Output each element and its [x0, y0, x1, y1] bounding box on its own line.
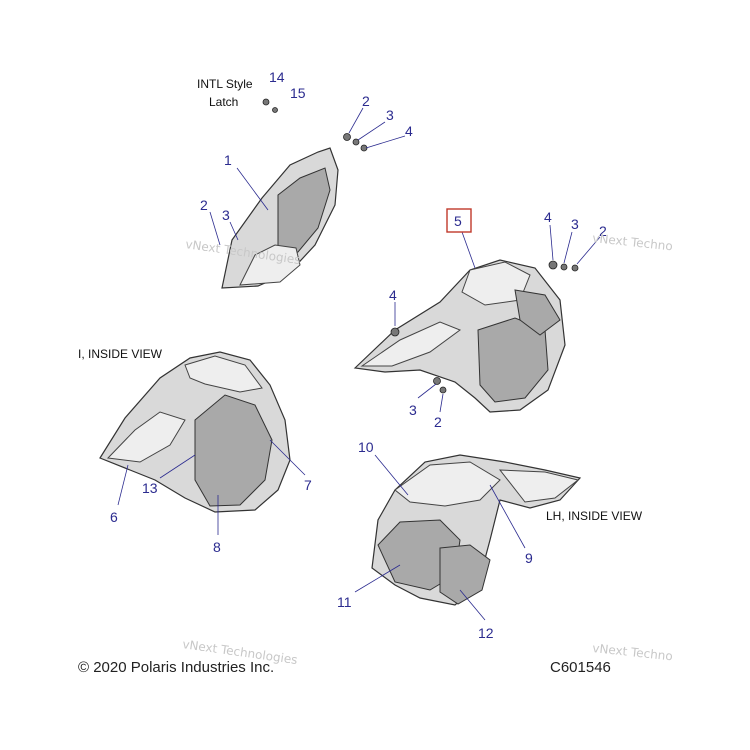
- highlight-box: [446, 208, 472, 233]
- lh-inside-fender: [371, 454, 582, 606]
- callout-4-mid: 4: [389, 287, 397, 303]
- callout-8: 8: [213, 539, 221, 555]
- callout-4-right: 4: [544, 209, 552, 225]
- part-5-hardware: [390, 260, 579, 394]
- callout-3-mid: 3: [409, 402, 417, 418]
- top-hardware-2-3-4: [343, 133, 368, 152]
- copyright-text: © 2020 Polaris Industries Inc.: [78, 659, 274, 676]
- callout-10: 10: [358, 439, 374, 455]
- callout-2-right: 2: [599, 223, 607, 239]
- callout-4-top: 4: [405, 123, 413, 139]
- callout-3-left: 3: [222, 207, 230, 223]
- lh-inside-view-label: LH, INSIDE VIEW: [546, 509, 643, 523]
- rh-inside-view-label: I, INSIDE VIEW: [78, 347, 163, 361]
- callout-1: 1: [224, 152, 232, 168]
- latch-label: Latch: [209, 95, 238, 109]
- callout-3-right: 3: [571, 216, 579, 232]
- callout-5: 5: [454, 213, 462, 229]
- callout-6: 6: [110, 509, 118, 525]
- callout-7: 7: [304, 477, 312, 493]
- callout-3-top: 3: [386, 107, 394, 123]
- leader-lines: [117, 107, 601, 621]
- intl-style-label: INTL Style: [197, 77, 253, 91]
- latch-hardware: [262, 98, 278, 113]
- callout-9: 9: [525, 550, 533, 566]
- callout-2-mid: 2: [434, 414, 442, 430]
- part-1-small-fender: [221, 147, 339, 289]
- watermark: vNext Techno: [592, 231, 674, 253]
- part-5-fender-assembly: [353, 259, 566, 413]
- callout-13: 13: [142, 480, 158, 496]
- callout-2-left: 2: [200, 197, 208, 213]
- callout-2-top: 2: [362, 93, 370, 109]
- callout-14: 14: [269, 69, 285, 85]
- diagram-code: C601546: [550, 659, 611, 676]
- rh-inside-fender: [99, 351, 291, 513]
- callout-15: 15: [290, 85, 306, 101]
- callout-11: 11: [337, 594, 352, 610]
- callout-12: 12: [478, 625, 494, 641]
